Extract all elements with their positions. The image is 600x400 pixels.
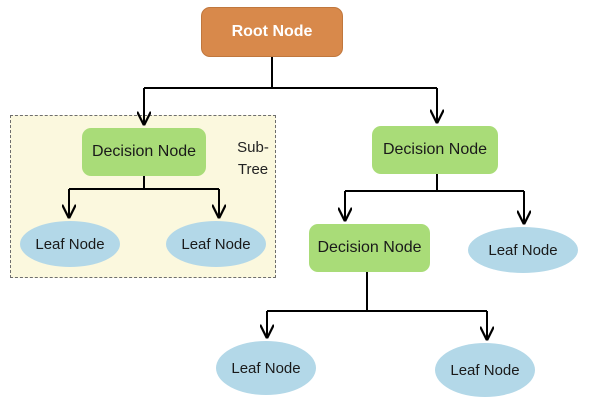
leaf-node: Leaf Node xyxy=(20,221,120,267)
leaf-node: Leaf Node xyxy=(435,343,535,397)
decision-node: Decision Node xyxy=(82,128,206,176)
decision-node: Decision Node xyxy=(309,224,430,272)
decision-node: Decision Node xyxy=(372,126,498,174)
root-node: Root Node xyxy=(201,7,343,57)
subtree-label: Sub- Tree xyxy=(237,139,269,178)
leaf-node: Leaf Node xyxy=(468,227,578,273)
edge-root xyxy=(144,57,437,89)
leaf-node: Leaf Node xyxy=(166,221,266,267)
edge-decision-2 xyxy=(345,174,524,192)
leaf-node: Leaf Node xyxy=(216,341,316,395)
edge-decision-1 xyxy=(69,176,219,190)
edge-decision-3 xyxy=(267,272,487,312)
